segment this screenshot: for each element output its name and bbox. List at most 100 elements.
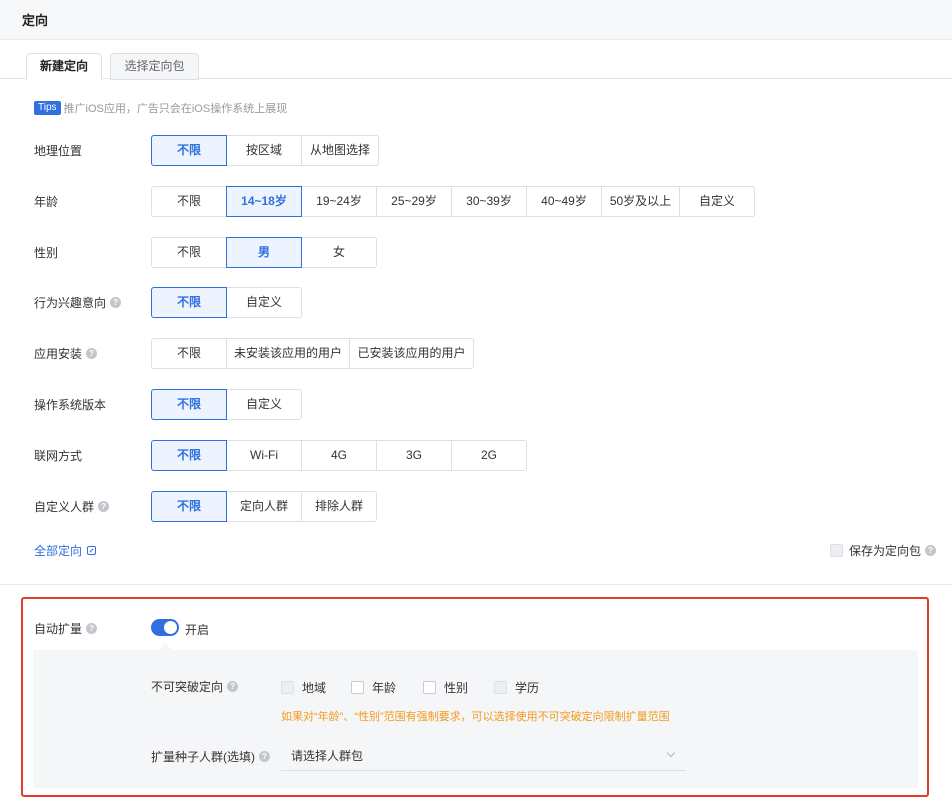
interest-label: 行为兴趣意向 ? xyxy=(34,287,122,318)
help-icon[interactable]: ? xyxy=(110,297,122,308)
age-option-50-plus[interactable]: 50岁及以上 xyxy=(601,186,680,217)
seed-audience-select[interactable]: 请选择人群包 xyxy=(281,741,686,771)
save-as-package-checkbox[interactable] xyxy=(829,544,843,557)
age-label-text: 年龄 xyxy=(34,195,59,209)
custom-audience-option-unlimited[interactable]: 不限 xyxy=(151,491,227,522)
age-option-14-18[interactable]: 14~18岁 xyxy=(226,186,302,217)
location-label: 地理位置 xyxy=(34,135,82,166)
location-options: 不限 按区域 从地图选择 xyxy=(151,135,379,166)
network-option-4g[interactable]: 4G xyxy=(301,440,377,471)
page-title: 定向 xyxy=(22,13,49,28)
help-icon[interactable]: ? xyxy=(86,348,98,359)
os-version-label: 操作系统版本 xyxy=(34,389,106,420)
age-label: 年龄 xyxy=(34,186,58,217)
custom-audience-label-text: 自定义人群 xyxy=(34,500,95,514)
help-icon[interactable]: ? xyxy=(227,681,239,692)
age-option-30-39[interactable]: 30~39岁 xyxy=(451,186,527,217)
auto-expand-label-text: 自动扩量 xyxy=(34,622,83,636)
interest-options: 不限 自定义 xyxy=(151,287,302,318)
auto-expand-toggle[interactable] xyxy=(151,619,179,636)
auto-expand-toggle-text: 开启 xyxy=(185,623,210,637)
all-targeting-link[interactable]: 全部定向 xyxy=(34,542,97,559)
nobreak-option-gender[interactable]: 性别 xyxy=(423,679,468,696)
age-option-custom[interactable]: 自定义 xyxy=(679,186,755,217)
page-header: 定向 xyxy=(0,0,952,40)
os-version-option-custom[interactable]: 自定义 xyxy=(226,389,302,420)
location-option-unlimited[interactable]: 不限 xyxy=(151,135,227,166)
interest-option-custom[interactable]: 自定义 xyxy=(226,287,302,318)
gender-option-unlimited[interactable]: 不限 xyxy=(151,237,227,268)
location-option-map[interactable]: 从地图选择 xyxy=(301,135,379,166)
location-label-text: 地理位置 xyxy=(34,144,83,158)
gender-label-text: 性别 xyxy=(34,246,59,260)
help-icon[interactable]: ? xyxy=(259,751,270,762)
app-install-option-installed[interactable]: 已安装该应用的用户 xyxy=(349,338,474,369)
panel-pointer xyxy=(158,643,172,650)
age-option-19-24[interactable]: 19~24岁 xyxy=(301,186,377,217)
network-options: 不限 Wi-Fi 4G 3G 2G xyxy=(151,440,527,471)
save-as-package-label: 保存为定向包 xyxy=(848,544,921,558)
tab-new-targeting[interactable]: 新建定向 xyxy=(26,53,102,80)
custom-audience-option-excluded[interactable]: 排除人群 xyxy=(301,491,377,522)
seed-audience-label-text: 扩量种子人群(选填) xyxy=(151,750,255,764)
all-targeting-link-text[interactable]: 全部定向 xyxy=(34,544,83,558)
network-option-wifi[interactable]: Wi-Fi xyxy=(226,440,302,471)
custom-audience-option-targeted[interactable]: 定向人群 xyxy=(226,491,302,522)
network-option-3g[interactable]: 3G xyxy=(376,440,452,471)
app-install-option-not-installed[interactable]: 未安装该应用的用户 xyxy=(226,338,350,369)
custom-audience-label: 自定义人群 ? xyxy=(34,491,110,522)
nobreak-option-region[interactable]: 地域 xyxy=(281,679,326,696)
network-option-unlimited[interactable]: 不限 xyxy=(151,440,227,471)
age-option-25-29[interactable]: 25~29岁 xyxy=(376,186,452,217)
nobreak-warning-text: 如果对“年龄”、“性别”范围有强制要求，可以选择使用不可突破定向限制扩量范围 xyxy=(281,711,670,723)
location-option-region[interactable]: 按区域 xyxy=(226,135,302,166)
interest-label-text: 行为兴趣意向 xyxy=(34,296,107,310)
tab-bar: 新建定向 选择定向包 xyxy=(0,41,952,80)
custom-audience-options: 不限 定向人群 排除人群 xyxy=(151,491,377,522)
toggle-knob xyxy=(164,621,177,634)
os-version-label-text: 操作系统版本 xyxy=(34,398,107,412)
nobreak-gender-checkbox[interactable] xyxy=(423,681,436,694)
nobreak-option-education[interactable]: 学历 xyxy=(494,679,539,696)
nobreak-targeting-label: 不可突破定向 ? xyxy=(151,678,239,695)
nobreak-region-checkbox[interactable] xyxy=(281,681,294,694)
interest-option-unlimited[interactable]: 不限 xyxy=(151,287,227,318)
tab-select-package[interactable]: 选择定向包 xyxy=(110,53,199,80)
help-icon[interactable]: ? xyxy=(98,501,110,512)
gender-label: 性别 xyxy=(34,237,58,268)
highlight-box xyxy=(21,597,929,797)
nobreak-education-checkbox[interactable] xyxy=(494,681,507,694)
nobreak-targeting-label-text: 不可突破定向 xyxy=(151,680,224,694)
nobreak-education-label: 学历 xyxy=(515,681,540,695)
gender-option-male[interactable]: 男 xyxy=(226,237,302,268)
auto-expand-label: 自动扩量 ? xyxy=(34,620,98,637)
external-link-icon xyxy=(87,546,97,555)
app-install-label: 应用安装 ? xyxy=(34,338,98,369)
help-icon[interactable]: ? xyxy=(925,545,936,556)
gender-options: 不限 男 女 xyxy=(151,237,377,268)
network-label: 联网方式 xyxy=(34,440,82,471)
nobreak-age-checkbox[interactable] xyxy=(351,681,364,694)
network-label-text: 联网方式 xyxy=(34,449,83,463)
app-install-label-text: 应用安装 xyxy=(34,347,83,361)
app-install-options: 不限 未安装该应用的用户 已安装该应用的用户 xyxy=(151,338,474,369)
gender-option-female[interactable]: 女 xyxy=(301,237,377,268)
seed-audience-label: 扩量种子人群(选填) ? xyxy=(151,748,270,765)
os-version-option-unlimited[interactable]: 不限 xyxy=(151,389,227,420)
seed-audience-placeholder: 请选择人群包 xyxy=(291,749,364,763)
app-install-option-unlimited[interactable]: 不限 xyxy=(151,338,227,369)
nobreak-option-age[interactable]: 年龄 xyxy=(351,679,396,696)
tips-badge: Tips xyxy=(34,101,61,115)
nobreak-gender-label: 性别 xyxy=(444,681,469,695)
age-options: 不限 14~18岁 19~24岁 25~29岁 30~39岁 40~49岁 50… xyxy=(151,186,755,217)
help-icon[interactable]: ? xyxy=(86,623,98,634)
auto-expand-panel xyxy=(33,650,918,788)
tips-text: 推广iOS应用，广告只会在iOS操作系统上展现 xyxy=(63,103,288,115)
tips-banner: Tips 推广iOS应用，广告只会在iOS操作系统上展现 xyxy=(34,100,287,116)
age-option-unlimited[interactable]: 不限 xyxy=(151,186,227,217)
nobreak-age-label: 年龄 xyxy=(372,681,397,695)
section-divider xyxy=(0,584,952,585)
network-option-2g[interactable]: 2G xyxy=(451,440,527,471)
age-option-40-49[interactable]: 40~49岁 xyxy=(526,186,602,217)
nobreak-region-label: 地域 xyxy=(302,681,327,695)
